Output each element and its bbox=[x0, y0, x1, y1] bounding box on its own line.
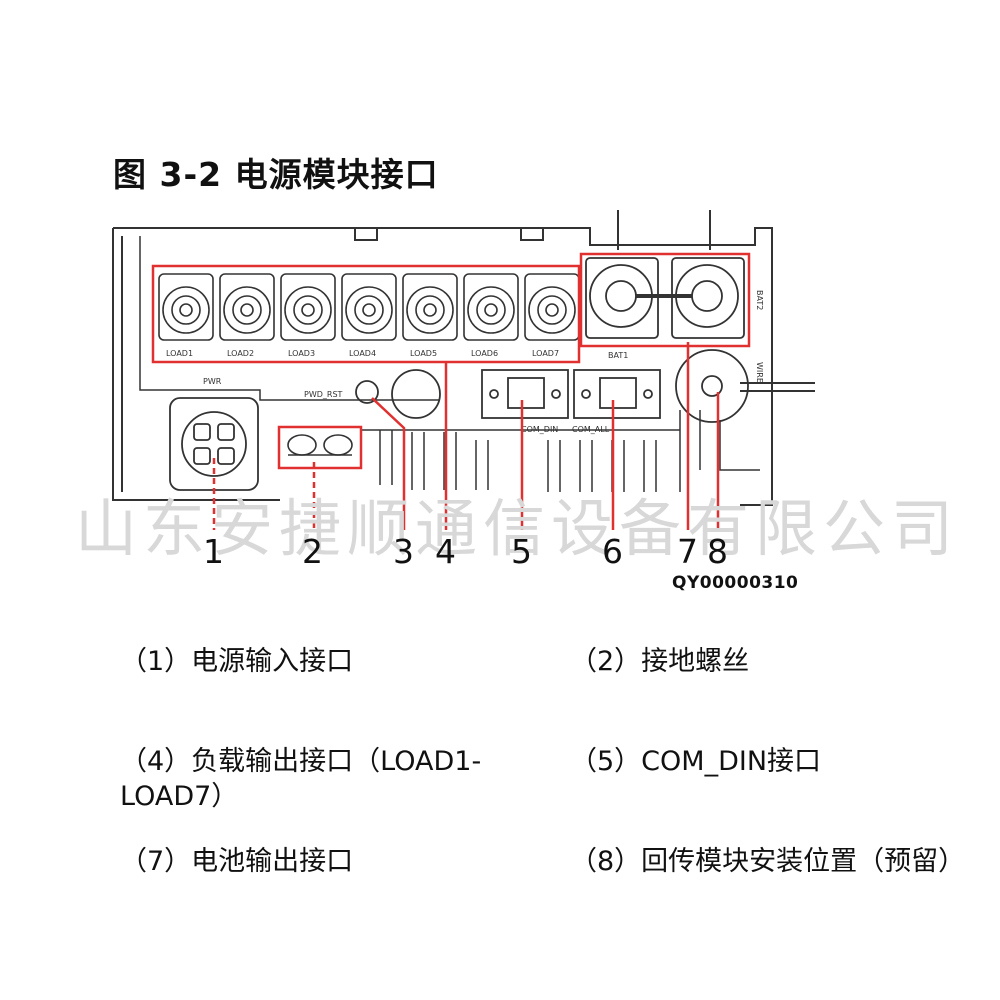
load-connector-6 bbox=[463, 273, 519, 341]
callout-1: 1 bbox=[203, 532, 224, 571]
bat-highlight-box bbox=[579, 252, 751, 348]
load-connectors: LOAD1 LOAD2 LOAD3 LOAD4 LOAD5 LOAD6 LOAD7 bbox=[158, 273, 580, 358]
pwr-label: PWR bbox=[203, 377, 222, 386]
com-ports bbox=[481, 369, 661, 419]
pwd-rst-label: PWD_RST bbox=[304, 390, 343, 399]
ground-highlight-box bbox=[277, 425, 363, 470]
callout-3: 3 bbox=[393, 532, 414, 571]
highlight-boxes bbox=[151, 252, 751, 470]
load-label-4: LOAD4 bbox=[349, 349, 376, 358]
callout-leaders bbox=[212, 342, 720, 530]
callout-2: 2 bbox=[302, 532, 323, 571]
callout-8: 8 bbox=[707, 532, 728, 571]
bat2-label: BAT2 bbox=[755, 290, 764, 310]
com-all-label: COM_ALL bbox=[572, 425, 610, 434]
module-outline bbox=[112, 210, 815, 506]
figure-code: QY00000310 bbox=[672, 573, 799, 593]
bat1-label: BAT1 bbox=[608, 351, 628, 360]
load-connector-1 bbox=[158, 273, 214, 341]
reset-button bbox=[355, 369, 441, 419]
legend-item-8: （8）回传模块安装位置（预留） bbox=[570, 846, 966, 877]
load-label-1: LOAD1 bbox=[166, 349, 193, 358]
figure-title: 图 3-2 电源模块接口 bbox=[113, 155, 439, 194]
com-din-label: COM_DIN bbox=[521, 425, 558, 434]
callout-5: 5 bbox=[511, 532, 532, 571]
legend-item-2: （2）接地螺丝 bbox=[570, 646, 750, 677]
backhaul-module-position bbox=[675, 349, 749, 423]
load-label-2: LOAD2 bbox=[227, 349, 254, 358]
legend-item-4: （4）负载输出接口（LOAD1-LOAD7） bbox=[120, 746, 482, 812]
load-label-3: LOAD3 bbox=[288, 349, 315, 358]
load-label-6: LOAD6 bbox=[471, 349, 498, 358]
load-connector-3 bbox=[280, 273, 336, 341]
load-label-5: LOAD5 bbox=[410, 349, 437, 358]
legend-item-7: （7）电池输出接口 bbox=[120, 846, 354, 877]
load-label-7: LOAD7 bbox=[532, 349, 559, 358]
load-connector-4 bbox=[341, 273, 397, 341]
callout-6: 6 bbox=[602, 532, 623, 571]
load-connector-5 bbox=[402, 273, 458, 341]
load-highlight-box bbox=[151, 264, 581, 364]
ground-screws bbox=[287, 434, 353, 456]
load-connector-2 bbox=[219, 273, 275, 341]
callout-4: 4 bbox=[435, 532, 456, 571]
wire-label: WIRE bbox=[755, 362, 764, 383]
callout-7: 7 bbox=[677, 532, 698, 571]
load-connector-7 bbox=[524, 273, 580, 341]
battery-connectors bbox=[585, 257, 745, 339]
legend-item-5: （5）COM_DIN接口 bbox=[570, 746, 822, 777]
legend-item-1: （1）电源输入接口 bbox=[120, 646, 354, 677]
power-input-connector bbox=[169, 397, 259, 491]
